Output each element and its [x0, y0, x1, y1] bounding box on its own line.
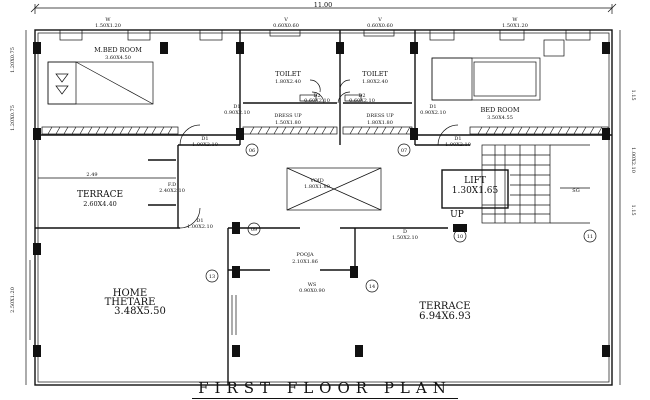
bed-size: 3.50X4.55 [487, 115, 513, 121]
dress1-size: 1.50X1.80 [275, 120, 301, 126]
marker-14: 14 [365, 279, 379, 293]
svg-text:14: 14 [369, 284, 375, 290]
bedroom-furniture [431, 39, 565, 101]
toilet1-size: 1.80X2.40 [275, 79, 301, 85]
columns [33, 42, 610, 357]
toilet2-name: TOILET [362, 70, 388, 78]
toilet-fixtures [299, 79, 362, 102]
left-dim-2: 1.20X0.75 [10, 105, 16, 131]
door-d1-dress2-size: 0.90X2.10 [420, 110, 446, 116]
lift-shaft [441, 169, 509, 209]
marker-11: 11 [583, 229, 597, 243]
door-d1-a-size: 1.00X2.10 [192, 142, 218, 148]
right-dim-3: 1.15 [630, 204, 636, 215]
terrace-big-name: TERRACE [419, 301, 470, 312]
door-d1-dress2-label: D1 [429, 104, 436, 110]
home-theatre-name2: THETARE [105, 297, 156, 308]
outer-walls [25, 29, 621, 386]
svg-text:06: 06 [249, 148, 255, 154]
void-name: VOID [309, 178, 324, 184]
overall-dimension-label: 11.00 [314, 1, 333, 9]
mbed-size: 3.60X4.50 [105, 55, 131, 61]
void-area [286, 167, 382, 211]
lift-name: LIFT [464, 176, 486, 186]
master-bed-furniture [47, 61, 154, 105]
plan-title-block: FIRST FLOOR PLAN [0, 378, 650, 400]
door-d2-b-label: D2 [358, 93, 365, 99]
stair-mark: SG [572, 188, 579, 194]
dress2-size: 1.80X1.80 [367, 120, 393, 126]
internal-walls [35, 30, 612, 385]
wardrobe-hatching [41, 126, 609, 135]
staircase [481, 144, 590, 224]
window-ws-label: WS [308, 282, 317, 288]
window-label-v-right: V [377, 17, 382, 23]
door-d2-a-label: D2 [313, 93, 320, 99]
stair-up-label: UP [450, 210, 464, 220]
door-d-main-size: 1.50X2.10 [392, 235, 418, 241]
dress2-name: DRESS UP [366, 113, 394, 119]
terrace-small-size: 2.60X4.40 [83, 200, 117, 208]
door-swings [179, 91, 459, 229]
door-d1-b-label: D1 [454, 136, 461, 142]
marker-09: 09 [247, 222, 261, 236]
door-d1-c-label: D1 [196, 218, 203, 224]
door-d-main-label: D [403, 229, 407, 235]
home-theatre-size: 3.48X5.50 [114, 306, 166, 317]
window-size-top-left: 1.50X1.20 [95, 23, 121, 29]
door-fd-label: F.D [168, 182, 176, 188]
left-dim-3: 2.50X1.20 [10, 287, 16, 313]
svg-text:07: 07 [401, 148, 407, 154]
window-ws-size: 0.90X0.90 [299, 288, 325, 294]
svg-text:09: 09 [251, 227, 257, 233]
terrace-big-size: 6.94X6.93 [419, 311, 471, 322]
door-d2-b-size: 0.60X2.10 [349, 98, 375, 104]
toilet1-name: TOILET [275, 70, 301, 78]
marker-13: 13 [205, 269, 219, 283]
pooja-name: POOJA [296, 252, 314, 258]
home-theatre-windows [29, 260, 237, 340]
toilet2-size: 1.80X2.40 [362, 79, 388, 85]
terrace-small-dim: 2.49 [38, 172, 176, 179]
right-dim-2: 1.00X2.10 [630, 147, 636, 173]
top-windows [59, 29, 591, 41]
bed-name: BED ROOM [480, 106, 519, 114]
window-size-v-left: 0.60X0.60 [273, 23, 299, 29]
plan-title: FIRST FLOOR PLAN [192, 379, 458, 399]
terrace-small-name: TERRACE [77, 190, 123, 200]
marker-07: 07 [397, 143, 411, 157]
home-theatre-name1: HOME [113, 288, 147, 299]
door-d2-a-size: 0.60X2.10 [304, 98, 330, 104]
marker-06: 06 [245, 143, 259, 157]
svg-text:13: 13 [209, 274, 215, 280]
dress1-name: DRESS UP [274, 113, 302, 119]
marker-10: 10 [453, 229, 467, 243]
overall-dimension: 11.00 [30, 1, 617, 14]
window-size-top-right: 1.50X1.20 [502, 23, 528, 29]
terrace-dim-249: 2.49 [86, 172, 97, 178]
svg-text:11: 11 [587, 234, 593, 240]
door-d1-a-label: D1 [201, 136, 208, 142]
door-d1-dress-label: D1 [233, 104, 240, 110]
window-label-w-right: W [512, 17, 518, 23]
left-dim-1: 1.20X0.75 [10, 47, 16, 73]
window-size-v-right: 0.60X0.60 [367, 23, 393, 29]
svg-text:10: 10 [457, 234, 463, 240]
pooja-size: 2.10X1.86 [292, 259, 318, 265]
void-size: 1.80X1.80 [304, 184, 330, 190]
mbed-name: M.BED ROOM [94, 46, 142, 54]
door-d1-b-size: 1.00X2.10 [445, 142, 471, 148]
window-label-v-left: V [283, 17, 288, 23]
lift-size: 1.30X1.65 [452, 186, 499, 196]
door-fd-size: 2.40X2.10 [159, 188, 185, 194]
door-d1-c-size: 1.00X2.10 [187, 224, 213, 230]
right-dim-1: 1.15 [630, 89, 636, 100]
window-label-w-left: W [105, 17, 111, 23]
door-d1-dress-size: 0.90X2.10 [224, 110, 250, 116]
